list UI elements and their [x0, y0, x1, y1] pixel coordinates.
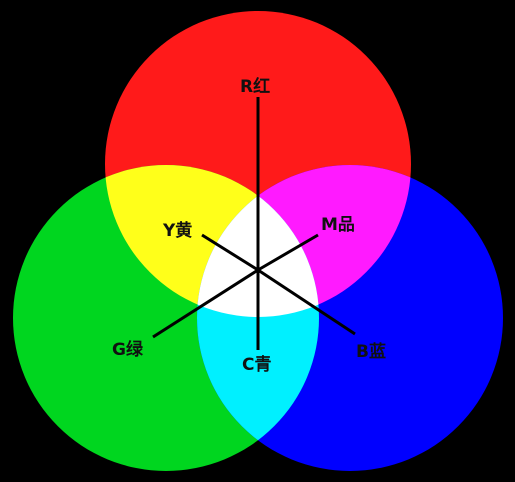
label-cyan: C青: [242, 354, 271, 375]
label-red: R红: [240, 76, 270, 97]
line-yellow: [201, 233, 259, 272]
line-blue: [257, 268, 356, 336]
label-green: G绿: [112, 339, 144, 360]
line-green: [152, 268, 259, 339]
white-center: [197, 165, 319, 317]
line-magenta: [257, 233, 319, 272]
label-blue: B蓝: [356, 342, 386, 362]
label-magenta: M品: [321, 215, 355, 235]
label-yellow: Y黄: [162, 220, 192, 241]
